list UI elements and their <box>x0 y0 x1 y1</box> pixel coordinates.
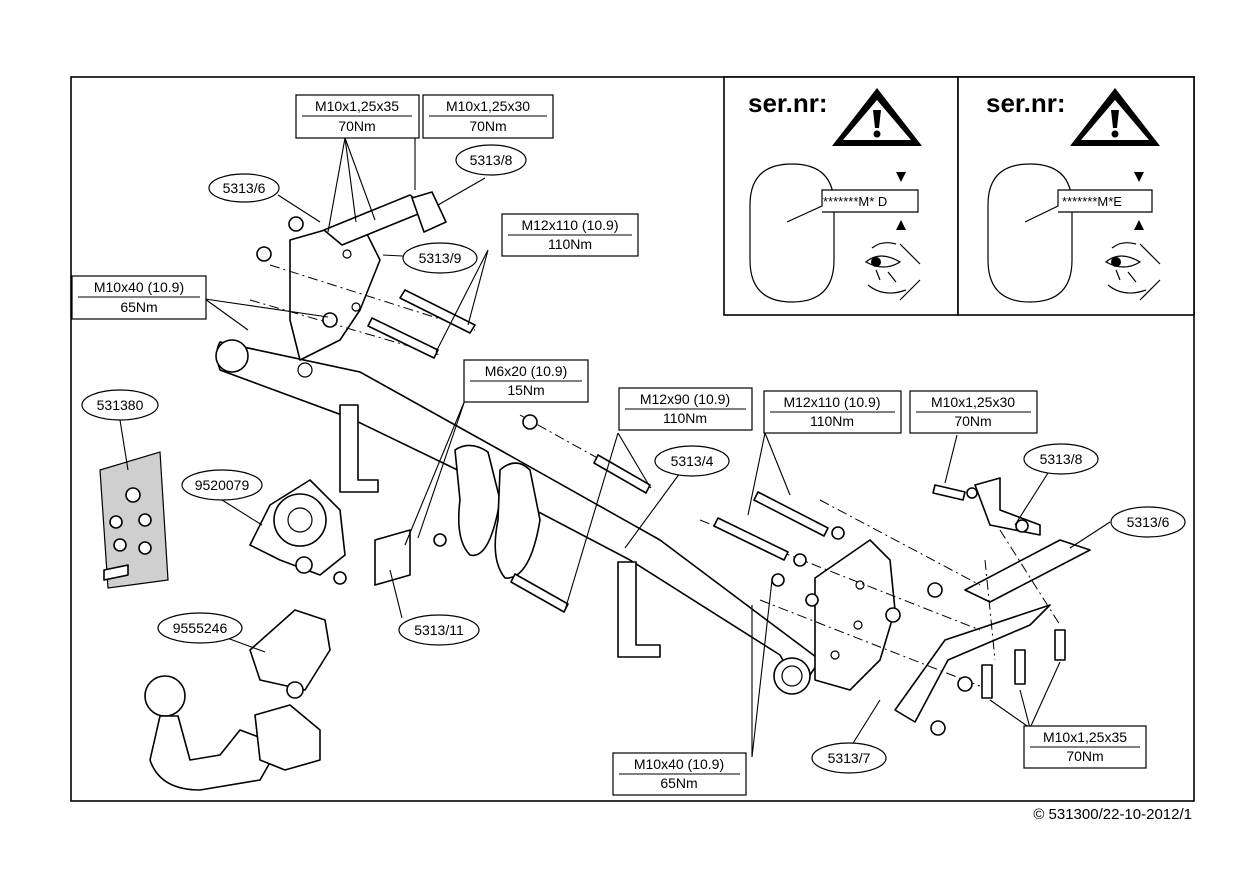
svg-text:5313/7: 5313/7 <box>828 750 871 766</box>
center-hangers <box>339 404 661 658</box>
svg-text:M12x90 (10.9): M12x90 (10.9) <box>640 391 730 407</box>
serial-code-d: *******M* D <box>823 194 887 209</box>
svg-text:65Nm: 65Nm <box>120 299 157 315</box>
svg-text:70Nm: 70Nm <box>338 118 375 134</box>
svg-text:M10x1,25x35: M10x1,25x35 <box>315 98 399 114</box>
svg-text:110Nm: 110Nm <box>548 236 592 252</box>
svg-text:5313/9: 5313/9 <box>419 250 462 266</box>
removable-towball <box>144 609 331 791</box>
bolts <box>367 289 1066 699</box>
svg-text:5313/6: 5313/6 <box>1127 514 1170 530</box>
part-callout-5313-6-right: 5313/6 <box>1110 506 1186 538</box>
svg-text:110Nm: 110Nm <box>663 410 707 426</box>
svg-text:M10x1,25x30: M10x1,25x30 <box>446 98 530 114</box>
svg-text:M12x110 (10.9): M12x110 (10.9) <box>783 394 880 410</box>
part-callout-9520079: 9520079 <box>181 469 263 501</box>
assembly-lines <box>249 264 1061 691</box>
svg-text:9555246: 9555246 <box>173 620 228 636</box>
svg-text:M12x110 (10.9): M12x110 (10.9) <box>521 217 618 233</box>
spec-box-m10x40-left: M10x40 (10.9) 65Nm <box>71 275 207 320</box>
part-callout-5313-8-right: 5313/8 <box>1023 443 1099 475</box>
svg-text:M10x40 (10.9): M10x40 (10.9) <box>94 279 184 295</box>
svg-text:M10x1,25x35: M10x1,25x35 <box>1043 729 1127 745</box>
svg-text:70Nm: 70Nm <box>954 413 991 429</box>
spec-box-m10x35-bottom: M10x1,25x35 70Nm <box>1023 725 1147 769</box>
svg-text:70Nm: 70Nm <box>469 118 506 134</box>
part-callout-5313-11: 5313/11 <box>398 614 480 646</box>
left-side-bracket <box>289 191 447 378</box>
nuts-and-washers <box>256 216 1029 736</box>
svg-text:531380: 531380 <box>97 397 144 413</box>
spec-box-m10x35-top: M10x1,25x35 70Nm <box>295 94 420 139</box>
serial-code-e: *******M*E <box>1062 194 1122 209</box>
towball-plate-outline <box>987 163 1073 303</box>
eye-icon <box>864 242 921 301</box>
warning-triangle-icon <box>832 88 922 146</box>
spec-box-m10x30-right: M10x1,25x30 70Nm <box>909 390 1038 434</box>
serial-number-label: ser.nr: <box>748 88 828 118</box>
part-callout-531380: 531380 <box>81 389 159 421</box>
right-side-bracket <box>814 539 896 691</box>
crossbar-tube <box>215 339 821 695</box>
part-callout-9555246: 9555246 <box>157 612 243 644</box>
diagram-frame <box>70 76 1195 802</box>
svg-text:5313/6: 5313/6 <box>223 180 266 196</box>
svg-text:110Nm: 110Nm <box>810 413 854 429</box>
part-callout-5313-6-top: 5313/6 <box>208 173 280 203</box>
eye-icon <box>1104 242 1161 301</box>
svg-text:M10x40 (10.9): M10x40 (10.9) <box>634 756 724 772</box>
spec-box-m10x40-bottom: M10x40 (10.9) 65Nm <box>612 752 747 796</box>
svg-text:70Nm: 70Nm <box>1066 748 1103 764</box>
copyright-notice: © 531300/22-10-2012/1 <box>1033 806 1192 823</box>
part-callout-5313-9: 5313/9 <box>402 242 478 274</box>
svg-text:65Nm: 65Nm <box>660 775 697 791</box>
svg-text:5313/11: 5313/11 <box>414 622 464 638</box>
bolt-kit-bag <box>99 451 169 589</box>
svg-text:5313/8: 5313/8 <box>470 152 513 168</box>
svg-text:5313/4: 5313/4 <box>671 453 714 469</box>
svg-text:M10x1,25x30: M10x1,25x30 <box>931 394 1015 410</box>
towball-plate-outline <box>749 163 835 303</box>
socket-assembly <box>249 479 411 586</box>
spec-box-m6x20: M6x20 (10.9) 15Nm <box>463 359 589 403</box>
part-callout-5313-4: 5313/4 <box>654 445 730 477</box>
serial-number-label: ser.nr: <box>986 88 1066 118</box>
spec-box-m12x110-mid: M12x110 (10.9) 110Nm <box>763 390 902 434</box>
svg-text:5313/8: 5313/8 <box>1040 451 1083 467</box>
part-callout-5313-8-top: 5313/8 <box>455 144 527 176</box>
spec-box-m10x30-top: M10x1,25x30 70Nm <box>422 94 554 139</box>
warning-panel-e: ser.nr: *******M*E <box>957 76 1195 316</box>
warning-panel-d: ser.nr: *******M* D <box>723 76 959 316</box>
warning-triangle-icon <box>1070 88 1160 146</box>
spec-box-m12x90: M12x90 (10.9) 110Nm <box>618 387 753 431</box>
part-callout-5313-7: 5313/7 <box>811 742 887 774</box>
svg-text:15Nm: 15Nm <box>507 382 544 398</box>
svg-text:M6x20 (10.9): M6x20 (10.9) <box>485 363 567 379</box>
spec-box-m12x110-top: M12x110 (10.9) 110Nm <box>501 213 639 257</box>
svg-text:9520079: 9520079 <box>195 477 250 493</box>
